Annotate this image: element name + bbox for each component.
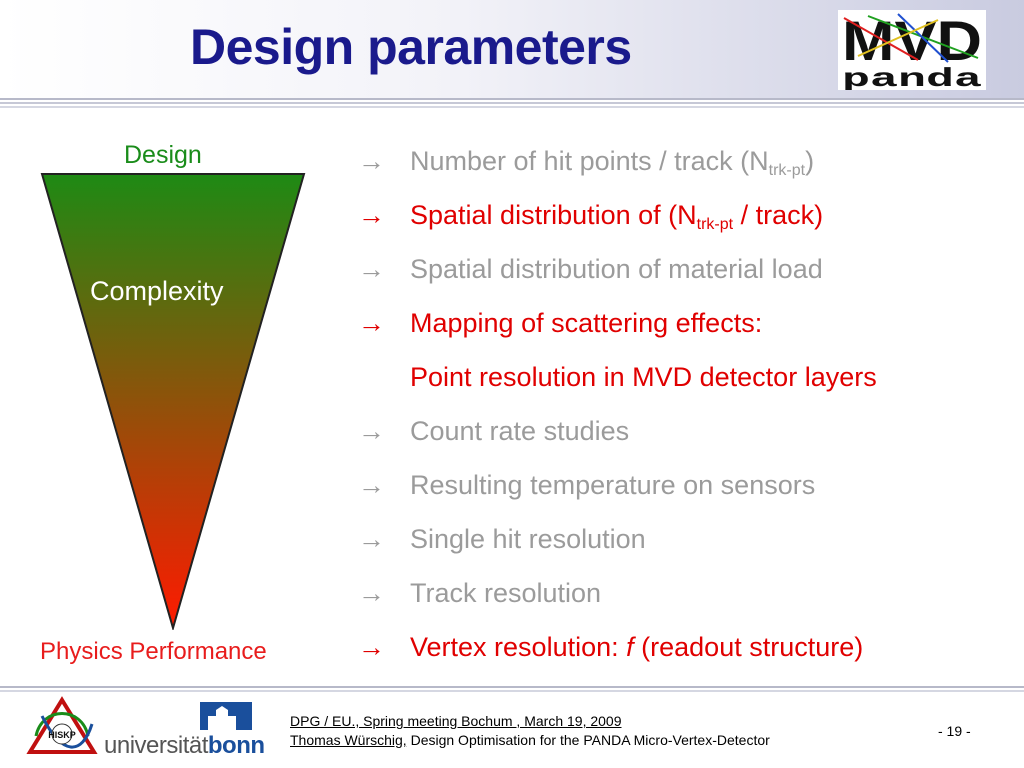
bullet-item: → Mapping of scattering effects: bbox=[358, 302, 1018, 356]
bullet-item: → Vertex resolution: f (readout structure… bbox=[358, 626, 1018, 680]
logo-mvd-text: MVD bbox=[842, 10, 982, 72]
university-bonn-logo: universitätbonn bbox=[104, 702, 265, 760]
header-divider bbox=[0, 98, 1024, 112]
arrow-icon: → bbox=[358, 416, 385, 446]
bullet-text: Resulting temperature on sensors bbox=[410, 470, 816, 500]
bullet-text: Count rate studies bbox=[410, 416, 630, 446]
footer-author-line: Thomas Würschig, Design Optimisation for… bbox=[290, 731, 770, 750]
bullet-item: → Count rate studies bbox=[358, 410, 1018, 464]
footer-author: Thomas Würschig, bbox=[290, 732, 407, 748]
arrow-icon: → bbox=[358, 578, 385, 608]
page-number: - 19 - bbox=[938, 723, 971, 739]
bullet-text: Point resolution in MVD detector layers bbox=[410, 362, 877, 392]
arrow-icon: → bbox=[358, 146, 385, 176]
bullet-text: Spatial distribution of (Ntrk-pt / track… bbox=[410, 200, 824, 233]
hiskp-logo-text: HISKP bbox=[48, 730, 76, 740]
bullet-text: Single hit resolution bbox=[410, 524, 646, 554]
arrow-icon: → bbox=[358, 524, 385, 554]
funnel-bottom-label: Physics Performance bbox=[40, 638, 267, 665]
arrow-icon: → bbox=[358, 308, 385, 338]
bullet-list: →Number of hit points / track (Ntrk-pt)→… bbox=[358, 140, 1018, 680]
bullet-item: Point resolution in MVD detector layers bbox=[358, 356, 1018, 410]
bullet-item: → Number of hit points / track (Ntrk-pt) bbox=[358, 140, 1018, 194]
arrow-icon: → bbox=[358, 470, 385, 500]
bullet-text: Vertex resolution: f (readout structure) bbox=[410, 632, 864, 662]
bullet-text: Track resolution bbox=[410, 578, 602, 608]
funnel-center-label: Complexity bbox=[90, 276, 224, 306]
arrow-icon: → bbox=[358, 632, 385, 662]
bullet-item: → Resulting temperature on sensors bbox=[358, 464, 1018, 518]
university-name: universitätbonn bbox=[104, 732, 265, 759]
bullet-text: Mapping of scattering effects: bbox=[410, 308, 763, 338]
funnel-top-label: Design bbox=[124, 141, 202, 169]
bullet-item: → Spatial distribution of material load bbox=[358, 248, 1018, 302]
footer-talk-title: Design Optimisation for the PANDA Micro-… bbox=[406, 732, 770, 748]
hiskp-logo: HISKP bbox=[22, 696, 102, 760]
bullet-text: Number of hit points / track (Ntrk-pt) bbox=[410, 146, 815, 179]
bullet-item: → Track resolution bbox=[358, 572, 1018, 626]
mvd-panda-logo: MVD panda bbox=[838, 9, 986, 94]
bullet-text: Spatial distribution of material load bbox=[410, 254, 823, 284]
logo-panda-text: panda bbox=[842, 64, 982, 90]
funnel-shape bbox=[40, 173, 306, 632]
bullet-item: → Single hit resolution bbox=[358, 518, 1018, 572]
slide-header: Design parameters MVD panda bbox=[0, 0, 1024, 100]
footer-info: DPG / EU., Spring meeting Bochum , March… bbox=[290, 712, 770, 750]
arrow-icon: → bbox=[358, 254, 385, 284]
complexity-funnel bbox=[40, 172, 306, 632]
slide-title: Design parameters bbox=[190, 19, 632, 75]
footer-event-line: DPG / EU., Spring meeting Bochum , March… bbox=[290, 713, 622, 729]
arrow-icon: → bbox=[358, 200, 385, 230]
footer-divider bbox=[0, 686, 1024, 694]
bullet-item: → Spatial distribution of (Ntrk-pt / trac… bbox=[358, 194, 1018, 248]
